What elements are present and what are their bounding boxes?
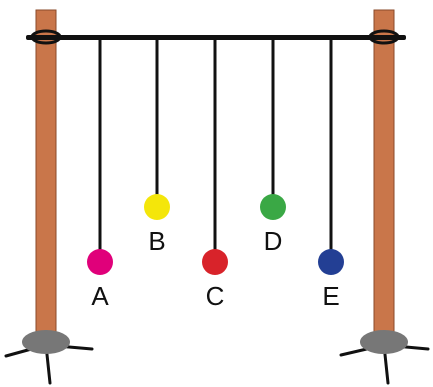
left-post-base <box>22 330 70 354</box>
pendulums: A B C D E <box>87 40 344 311</box>
pendulum-a-label: A <box>91 281 109 311</box>
pendulum-e-label: E <box>322 281 339 311</box>
pendulum-a-bob <box>87 249 113 275</box>
pendulum-c-bob <box>202 249 228 275</box>
pendulum-e: E <box>318 40 344 311</box>
pendulum-b: B <box>144 40 170 256</box>
pendulum-a: A <box>87 40 113 311</box>
left-post <box>35 9 57 346</box>
right-bar-clamp <box>368 29 400 45</box>
right-post <box>373 9 395 346</box>
top-bar <box>26 35 406 40</box>
pendulum-d-label: D <box>264 226 283 256</box>
pendulum-e-bob <box>318 249 344 275</box>
pendulum-c: C <box>202 40 228 311</box>
pendulum-b-label: B <box>148 226 165 256</box>
pendulum-b-bob <box>144 194 170 220</box>
pendulum-d: D <box>260 40 286 256</box>
pendulum-c-label: C <box>206 281 225 311</box>
left-bar-clamp <box>30 29 62 45</box>
right-post-base <box>360 330 408 354</box>
pendulum-d-bob <box>260 194 286 220</box>
